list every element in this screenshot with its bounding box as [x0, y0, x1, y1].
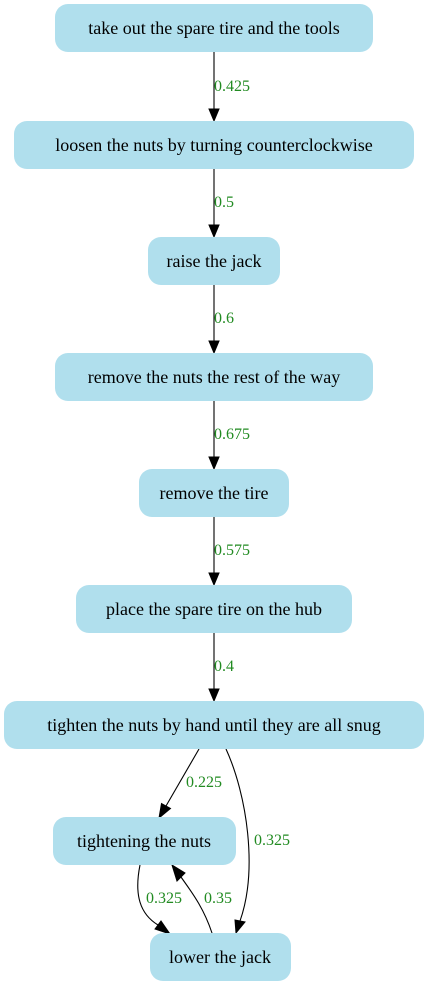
node-label: remove the tire	[160, 483, 269, 503]
node-take-out-spare-tire: take out the spare tire and the tools	[55, 4, 373, 52]
node-label: place the spare tire on the hub	[106, 599, 322, 619]
edge-raise-to-remove-nuts: 0.6	[208, 285, 234, 355]
node-label: remove the nuts the rest of the way	[88, 367, 340, 387]
node-lower-jack: lower the jack	[150, 933, 291, 981]
edge-remove-nuts-to-remove-tire: 0.675	[208, 401, 250, 471]
node-label: loosen the nuts by turning counterclockw…	[55, 135, 372, 155]
edge-place-spare-to-tighten-hand: 0.4	[208, 633, 234, 703]
node-tighten-by-hand: tighten the nuts by hand until they are …	[4, 701, 424, 749]
edge-remove-tire-to-place-spare: 0.575	[208, 517, 250, 587]
edges: 0.425 0.5 0.6 0.675 0.575	[137, 52, 290, 935]
edge-label: 0.6	[214, 310, 234, 327]
edge-label: 0.575	[214, 542, 250, 559]
node-remove-tire: remove the tire	[139, 469, 289, 517]
node-remove-nuts: remove the nuts the rest of the way	[55, 353, 373, 401]
edge-label: 0.35	[204, 890, 232, 907]
edge-tightening-to-lower-jack: 0.325	[137, 864, 182, 935]
node-place-spare-tire: place the spare tire on the hub	[76, 585, 352, 633]
node-raise-jack: raise the jack	[148, 237, 280, 285]
edge-label: 0.5	[214, 194, 234, 211]
node-label: tightening the nuts	[77, 831, 211, 851]
edge-label: 0.4	[214, 658, 234, 675]
edge-label: 0.325	[146, 890, 182, 907]
edge-label: 0.225	[186, 774, 222, 791]
edge-loosen-to-raise: 0.5	[208, 169, 234, 239]
node-label: tighten the nuts by hand until they are …	[47, 715, 380, 735]
edge-label: 0.425	[214, 78, 250, 95]
nodes: take out the spare tire and the tools lo…	[4, 4, 424, 981]
node-loosen-nuts: loosen the nuts by turning counterclockw…	[14, 121, 414, 169]
edge-take-out-to-loosen: 0.425	[208, 52, 250, 123]
edge-label: 0.675	[214, 426, 250, 443]
node-label: take out the spare tire and the tools	[88, 18, 339, 38]
edge-lower-jack-to-tightening: 0.35	[171, 863, 232, 934]
edge-label: 0.325	[254, 832, 290, 849]
edge-tighten-hand-to-lower-jack: 0.325	[225, 748, 290, 935]
node-label: raise the jack	[167, 251, 262, 271]
node-tightening-nuts: tightening the nuts	[53, 817, 236, 865]
edge-tighten-hand-to-tightening: 0.225	[158, 748, 222, 820]
node-label: lower the jack	[169, 947, 271, 967]
